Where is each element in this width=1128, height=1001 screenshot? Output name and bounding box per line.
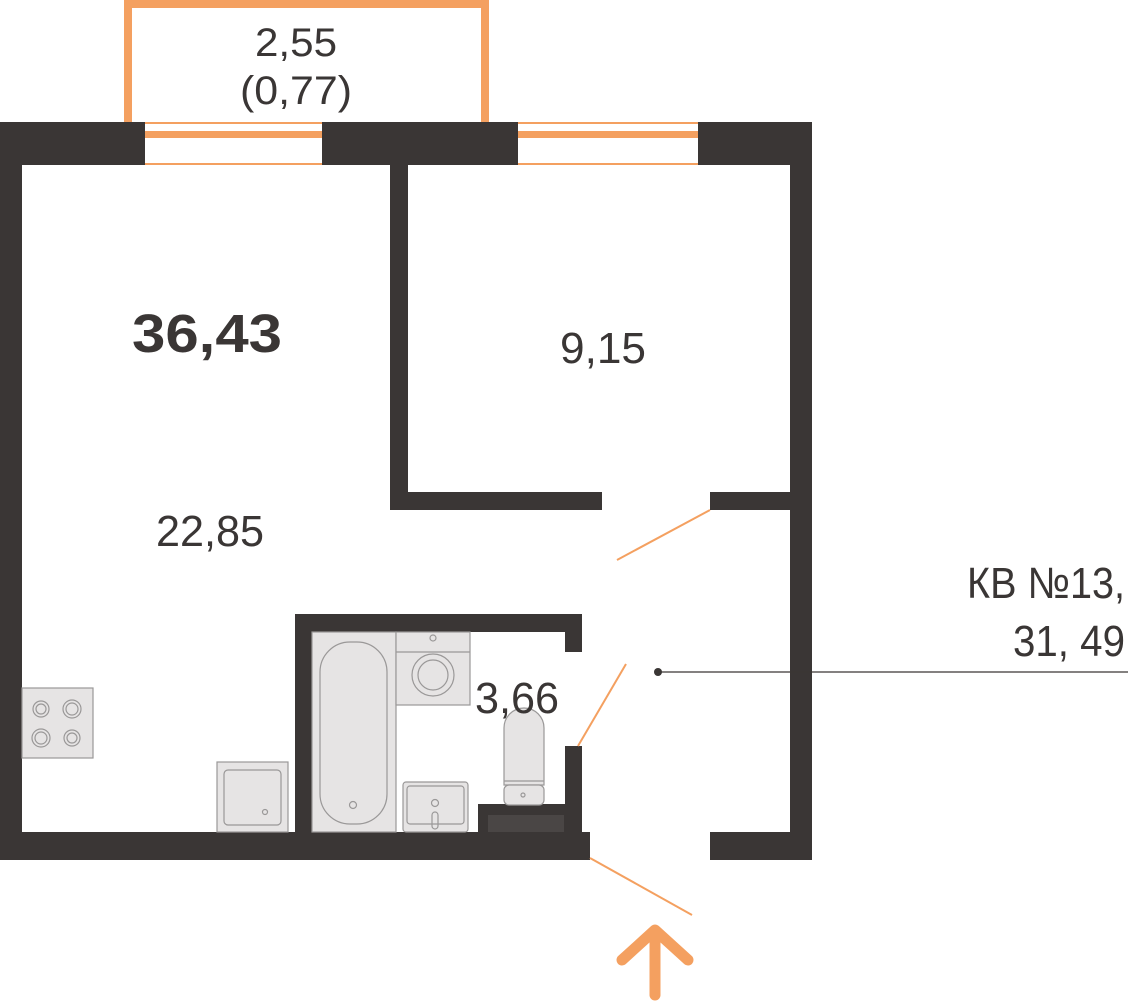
bathtub-icon [311, 631, 397, 833]
entrance-arrow-icon [616, 924, 694, 1001]
bathroom-area: 3,66 [475, 674, 559, 723]
total-area: 36,43 [132, 304, 282, 364]
washbasin-icon [402, 781, 469, 833]
window-right [515, 122, 705, 165]
window-left [138, 122, 328, 165]
walls [0, 122, 812, 860]
door-swings [577, 509, 711, 916]
balcony [124, 0, 489, 122]
kitchen-sink-icon [216, 761, 289, 833]
bedroom-area: 9,15 [560, 324, 646, 373]
apartment-pointer [654, 668, 1128, 676]
balcony-reduced-area: (0,77) [240, 69, 352, 113]
apartment-number: КВ №13, [967, 559, 1125, 608]
washing-machine-icon [395, 631, 471, 706]
balcony-area: 2,55 [255, 21, 337, 65]
apartment-area: 31, 49 [1013, 617, 1125, 666]
living-area: 22,85 [156, 507, 264, 556]
toilet-icon [503, 707, 545, 806]
stove-icon [21, 687, 94, 759]
